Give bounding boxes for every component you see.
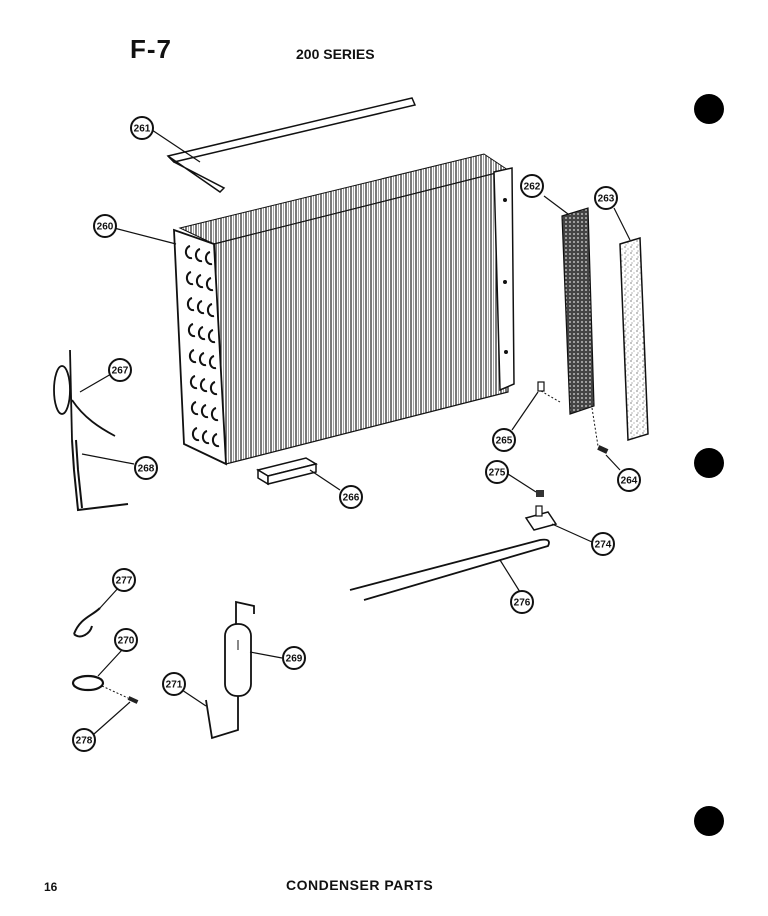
callout-269: 269 xyxy=(282,646,306,670)
part-268-tube xyxy=(71,439,129,512)
figure-code: F-7 xyxy=(130,34,172,64)
leader-lines xyxy=(79,129,631,735)
svg-text:274: 274 xyxy=(595,540,612,551)
callout-262: 262 xyxy=(520,174,544,198)
svg-text:261: 261 xyxy=(134,124,151,135)
callout-276: 276 xyxy=(510,590,534,614)
callout-265: 265 xyxy=(492,428,516,452)
svg-text:263: 263 xyxy=(598,194,615,205)
svg-text:271: 271 xyxy=(166,680,183,691)
svg-text:265: 265 xyxy=(496,436,513,447)
callout-275: 275 xyxy=(485,460,509,484)
part-261-top-bracket xyxy=(166,97,417,193)
part-270-clamp xyxy=(71,674,129,699)
part-278-screw xyxy=(127,696,139,704)
part-262-mesh-panel xyxy=(561,207,595,415)
callout-271: 271 xyxy=(162,672,186,696)
callout-261: 261 xyxy=(130,116,154,140)
return-bends xyxy=(184,245,220,448)
svg-text:264: 264 xyxy=(621,476,638,487)
part-269-filter-drier xyxy=(205,600,255,740)
callout-266: 266 xyxy=(339,485,363,509)
binder-hole-bottom xyxy=(694,806,724,836)
part-260-condenser-coil xyxy=(173,153,515,466)
part-263-foam-strip xyxy=(619,237,649,441)
callout-263: 263 xyxy=(594,186,618,210)
svg-text:275: 275 xyxy=(489,468,506,479)
svg-text:262: 262 xyxy=(524,182,541,193)
callout-274: 274 xyxy=(591,532,615,556)
svg-text:277: 277 xyxy=(116,576,133,587)
svg-text:276: 276 xyxy=(514,598,531,609)
series-title: 200 SERIES xyxy=(296,46,375,62)
callout-268: 268 xyxy=(134,456,158,480)
page-caption: CONDENSER PARTS xyxy=(286,877,434,893)
callout-277: 277 xyxy=(112,568,136,592)
svg-text:278: 278 xyxy=(76,736,93,747)
binder-hole-middle xyxy=(694,448,724,478)
svg-text:270: 270 xyxy=(118,636,135,647)
part-277-clip xyxy=(73,607,101,638)
page-number: 16 xyxy=(44,880,58,894)
svg-text:268: 268 xyxy=(138,464,155,475)
callout-260: 260 xyxy=(93,214,117,238)
part-274-bracket xyxy=(524,505,558,531)
svg-text:269: 269 xyxy=(286,654,303,665)
part-267-coiled-tube xyxy=(53,349,116,441)
callout-267: 267 xyxy=(108,358,132,382)
part-265-clip xyxy=(537,381,561,403)
svg-text:260: 260 xyxy=(97,222,114,233)
part-264-screw xyxy=(591,407,609,454)
part-276-u-tube xyxy=(349,538,550,601)
svg-text:266: 266 xyxy=(343,493,360,504)
callout-264: 264 xyxy=(617,468,641,492)
callout-270: 270 xyxy=(114,628,138,652)
part-266-block xyxy=(256,457,318,486)
callout-278: 278 xyxy=(72,728,96,752)
binder-hole-top xyxy=(694,94,724,124)
part-275-nut xyxy=(536,490,544,497)
svg-text:267: 267 xyxy=(112,366,129,377)
